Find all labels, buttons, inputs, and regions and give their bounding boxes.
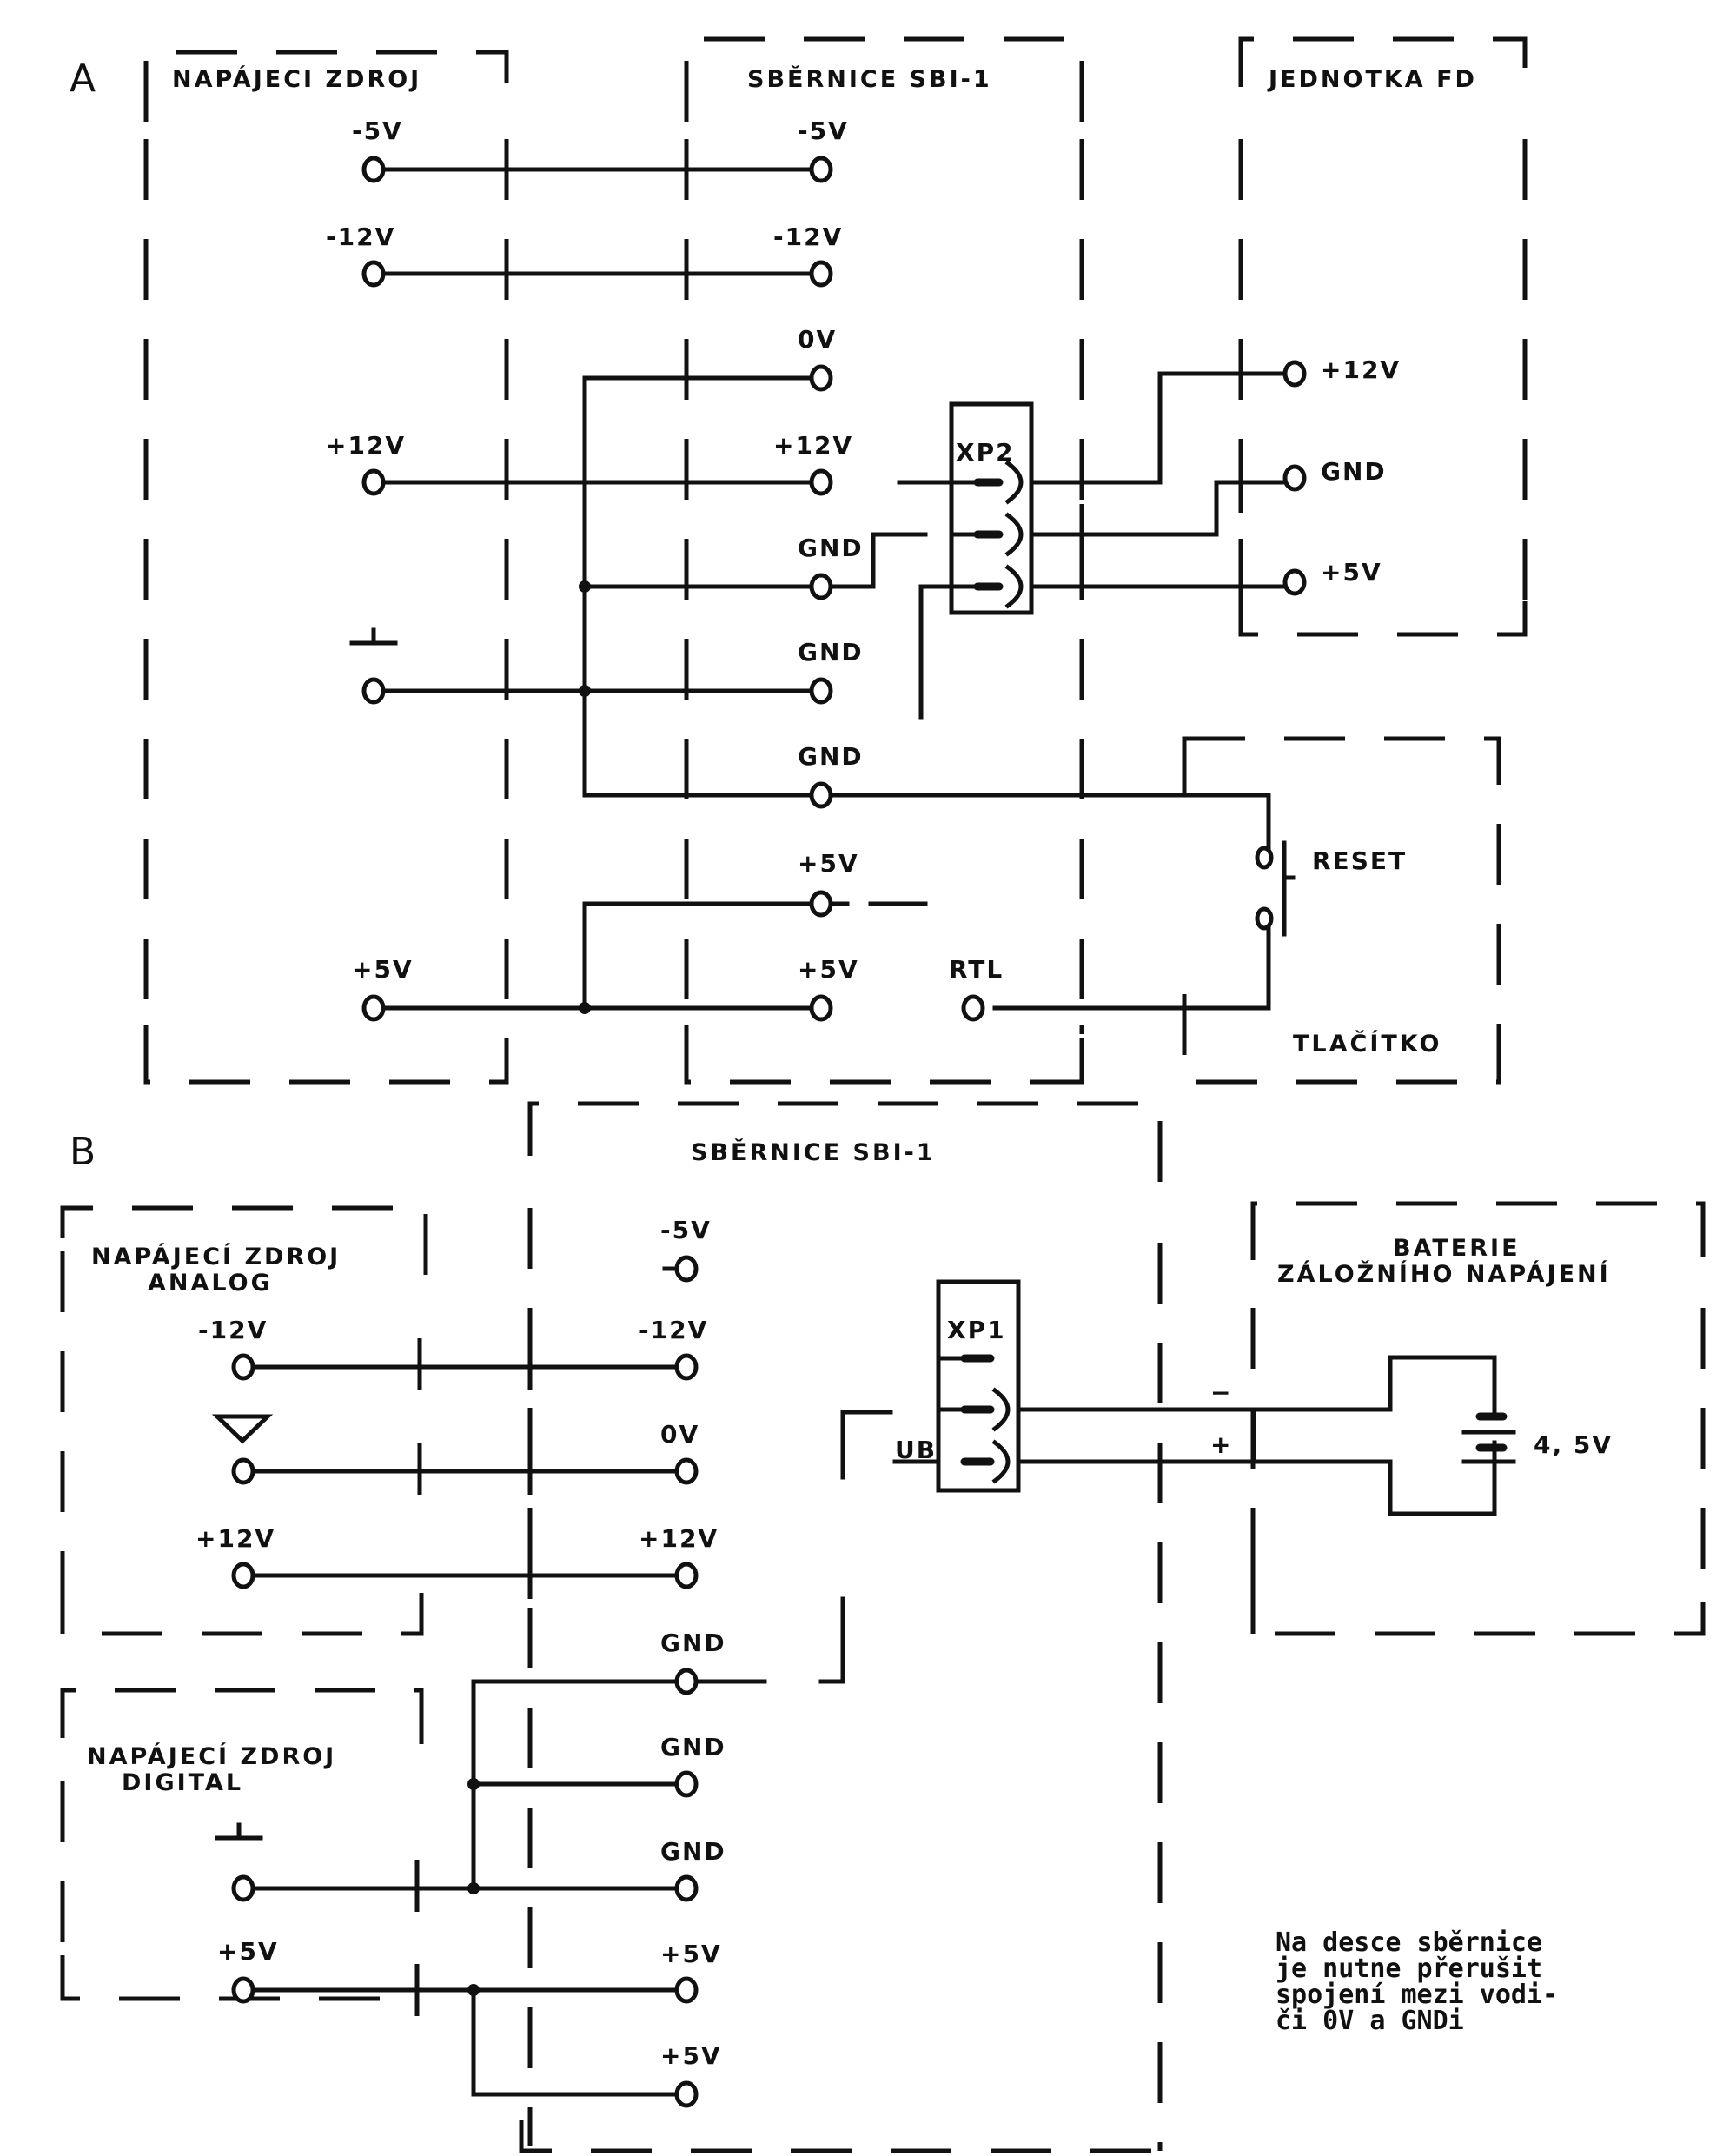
- note-text: Na desce sběrnice je nutne přerušit spoj…: [1276, 1927, 1558, 2036]
- terminal-label: -12V: [198, 1316, 268, 1344]
- ground-symbol-icon: [215, 1822, 263, 1841]
- psu-box-a: NAPÁJECI ZDROJ: [143, 50, 509, 1085]
- reset-switch-icon: [1255, 840, 1296, 937]
- terminal-label: +5V: [1321, 558, 1382, 587]
- terminal: [361, 677, 386, 705]
- xp2-connector: XP2: [949, 401, 1034, 615]
- battery-box: BATERIE ZÁLOŽNÍHO NAPÁJENÍ: [1250, 1201, 1706, 1636]
- fd-box: JEDNOTKA FD: [1238, 36, 1528, 637]
- terminal-label: GND: [798, 638, 864, 667]
- junction-dots-b: [467, 1778, 480, 1996]
- terminal-label: 0V: [798, 325, 837, 354]
- boundary-ticks-b: [414, 1338, 533, 2016]
- terminal-label: +12V: [639, 1524, 719, 1553]
- ground-symbol-icon: [349, 627, 398, 646]
- terminal-label: -12V: [639, 1316, 708, 1344]
- wires-b: [249, 1266, 1497, 2097]
- terminal: [361, 260, 386, 288]
- psu-analog-title-2: ANALOG: [148, 1270, 273, 1297]
- terminal-label: +5V: [660, 1940, 722, 1968]
- terminal: [361, 156, 386, 183]
- terminal: [361, 994, 386, 1022]
- psu-box-a-title: NAPÁJECI ZDROJ: [172, 65, 421, 93]
- terminal-label: +5V: [217, 1937, 279, 1966]
- button-box-title: TLAČÍTKO: [1293, 1030, 1441, 1058]
- psu-digital-box: NAPÁJECÍ ZDROJ DIGITAL: [60, 1688, 424, 2001]
- terminal-label: +5V: [352, 955, 414, 984]
- section-a-label: A: [70, 56, 96, 101]
- psu-analog-box: NAPÁJECÍ ZDROJ ANALOG: [60, 1205, 428, 1636]
- reset-label: RESET: [1312, 846, 1407, 875]
- battery-voltage: 4, 5V: [1534, 1430, 1613, 1459]
- junction-dots-a: [579, 580, 591, 1014]
- bus-terminals-b: -5V -12V 0V +12V GND GND GND +5V +5V: [639, 1216, 726, 2108]
- terminal-label: -12V: [773, 222, 843, 251]
- terminal-label: GND: [1321, 457, 1387, 486]
- battery-title-1: BATERIE: [1393, 1235, 1521, 1262]
- terminal-label: GND: [798, 742, 864, 771]
- rtl-terminal: [961, 994, 985, 1022]
- bus-box-a: SBĚRNICE SBI-1: [684, 36, 1084, 1085]
- digital-terminals: +5V: [215, 1822, 279, 2004]
- note-line: je nutne přerušit: [1276, 1954, 1542, 1984]
- psu-digital-title-2: DIGITAL: [122, 1769, 243, 1796]
- bus-terminals-a: -5V -12V 0V +12V GND GND GND +5V +5V: [773, 116, 864, 1022]
- terminal-label: -5V: [798, 116, 849, 145]
- terminal-label: +5V: [798, 849, 859, 878]
- bus-box-b-title: SBĚRNICE SBI-1: [691, 1138, 936, 1166]
- terminal-label: +12V: [1321, 355, 1401, 384]
- note-line: spojení mezi vodi-: [1276, 1980, 1558, 2010]
- analog-ground-triangle-icon: [211, 1414, 274, 1444]
- xp1-label: XP1: [947, 1316, 1006, 1344]
- bus-box-a-title: SBĚRNICE SBI-1: [747, 65, 992, 93]
- button-box: TLAČÍTKO: [1182, 736, 1501, 1085]
- xp2-label: XP2: [956, 438, 1015, 467]
- terminal: [361, 468, 386, 496]
- note-line: či 0V a GNDi: [1276, 2006, 1464, 2036]
- terminal-label: +12V: [195, 1524, 275, 1553]
- plus-label: +: [1210, 1430, 1232, 1459]
- wires-a: [380, 167, 1289, 1011]
- terminal-label: +12V: [773, 431, 853, 460]
- section-b-label: B: [70, 1130, 96, 1174]
- terminal-label: 0V: [660, 1420, 699, 1449]
- analog-terminals: -12V +12V: [195, 1316, 275, 1589]
- terminal-label: +5V: [660, 2041, 722, 2070]
- psu-analog-title-1: NAPÁJECÍ ZDROJ: [91, 1243, 341, 1270]
- psu-digital-title-1: NAPÁJECÍ ZDROJ: [87, 1742, 336, 1770]
- fd-box-title: JEDNOTKA FD: [1267, 66, 1477, 93]
- terminal-label: GND: [660, 1629, 726, 1657]
- rtl-label: RTL: [949, 955, 1004, 984]
- xp1-connector: XP1: [936, 1279, 1021, 1493]
- terminal-label: -5V: [660, 1216, 712, 1244]
- terminal-label: -12V: [326, 222, 395, 251]
- terminal-label: +5V: [798, 955, 859, 984]
- battery-icon: [1461, 1412, 1516, 1464]
- fd-terminals: +12V GND +5V: [1282, 355, 1401, 596]
- minus-label: −: [1210, 1378, 1232, 1407]
- boundary-ticks-a: [504, 139, 1243, 617]
- battery-title-2: ZÁLOŽNÍHO NAPÁJENÍ: [1277, 1260, 1611, 1288]
- psu-terminals-a: -5V -12V +12V +5V: [326, 116, 414, 1022]
- terminal-label: GND: [798, 534, 864, 562]
- terminal-label: -5V: [352, 116, 403, 145]
- note-line: Na desce sběrnice: [1276, 1927, 1542, 1958]
- ub-label: UB: [895, 1436, 937, 1464]
- terminal-label: GND: [660, 1837, 726, 1866]
- terminal-label: +12V: [326, 431, 406, 460]
- terminal-label: GND: [660, 1733, 726, 1761]
